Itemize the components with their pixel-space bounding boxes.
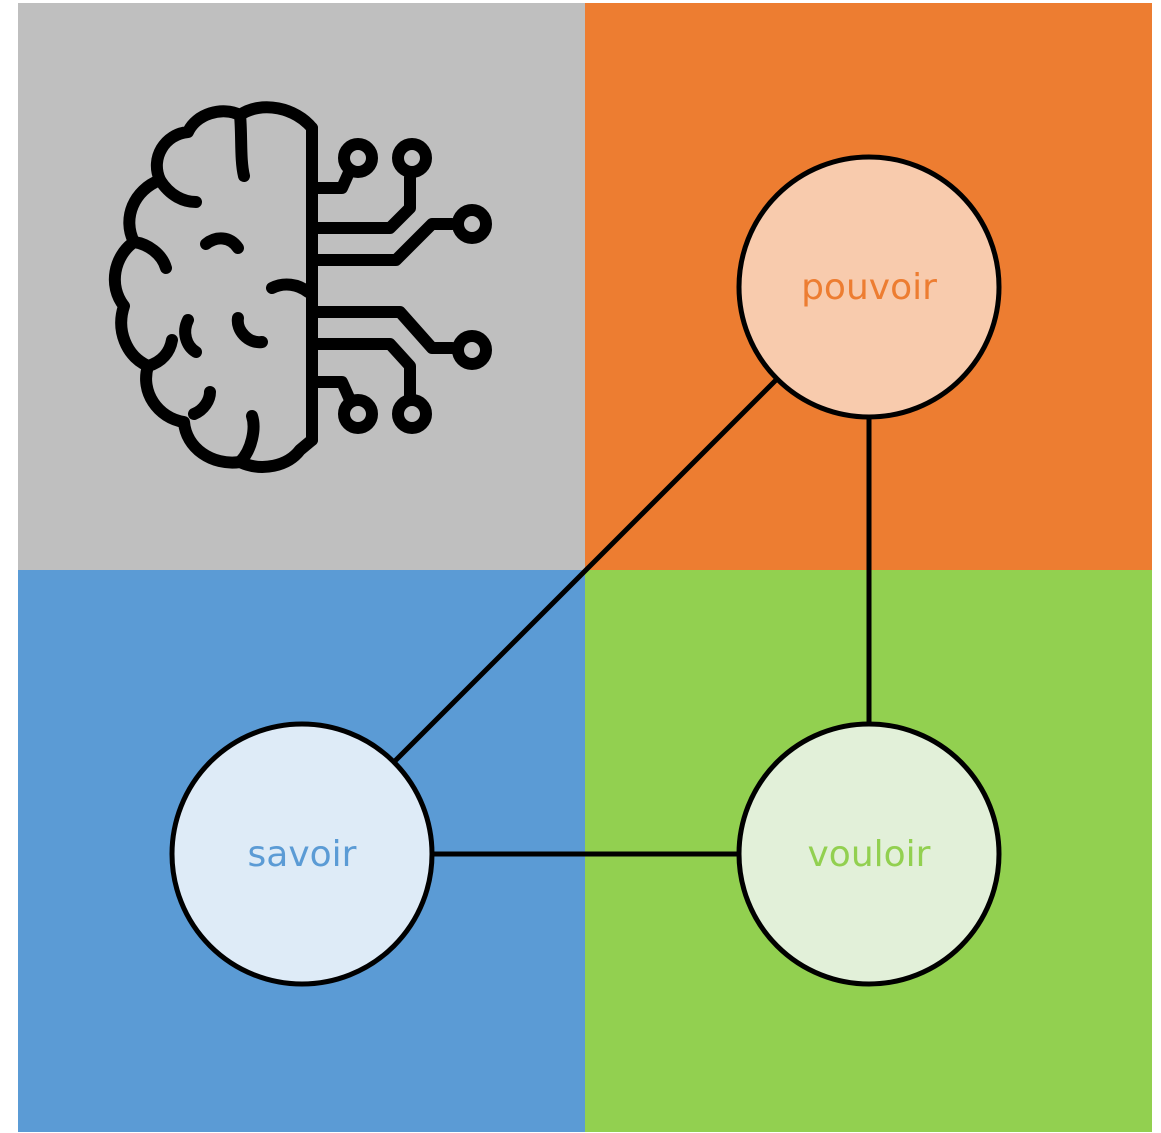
node-pouvoir-circle — [736, 154, 1002, 420]
node-savoir-circle — [169, 721, 435, 987]
edge-pouvoir-savoir — [392, 377, 779, 764]
node-vouloir-circle — [736, 721, 1002, 987]
nodes: pouvoir savoir vouloir — [169, 154, 1002, 987]
node-vouloir: vouloir — [736, 721, 1002, 987]
node-savoir: savoir — [169, 721, 435, 987]
node-savoir-label: savoir — [248, 834, 357, 875]
node-pouvoir: pouvoir — [736, 154, 1002, 420]
edges — [392, 377, 872, 857]
node-pouvoir-label: pouvoir — [801, 267, 937, 308]
node-vouloir-label: vouloir — [808, 834, 931, 875]
brain-circuit-icon — [109, 101, 492, 473]
